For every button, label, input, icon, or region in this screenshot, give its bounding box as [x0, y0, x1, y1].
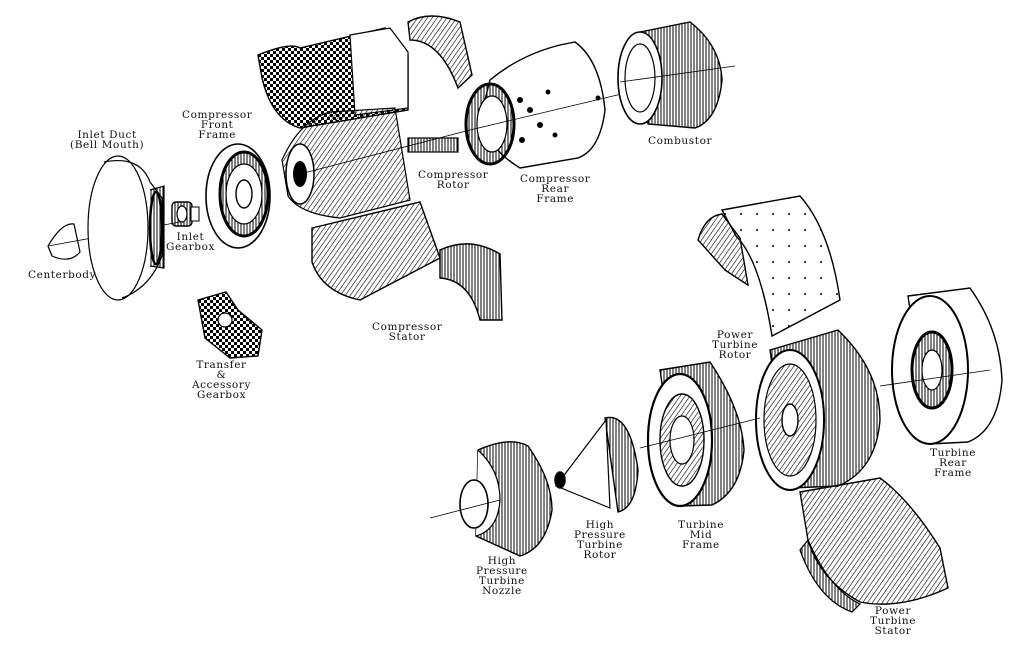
label-hp-turbine-rotor: High Pressure Turbine Rotor: [574, 519, 626, 561]
label-hp-turbine-nozzle: High Pressure Turbine Nozzle: [476, 555, 528, 597]
label-compressor-front-frame: Compressor Front Frame: [182, 109, 253, 141]
power-turbine-shroud-part: [697, 195, 841, 338]
hp-turbine-rotor-part: [554, 416, 639, 513]
compressor-front-frame-part: [205, 143, 271, 249]
turbine-rear-frame-part: [879, 287, 1003, 445]
label-accessory-gearbox: Transfer & Accessory Gearbox: [192, 359, 252, 401]
hp-turbine-nozzle-part: [429, 441, 553, 557]
turbine-mid-frame-part: [639, 361, 761, 508]
label-compressor-stator: Compressor Stator: [372, 321, 443, 343]
inlet-gearbox-part: [171, 201, 200, 227]
label-centerbody: Centerbody: [28, 269, 97, 281]
label-compressor-rear-frame: Compressor Rear Frame: [520, 173, 591, 205]
label-inlet-duct: Inlet Duct (Bell Mouth): [70, 129, 145, 151]
accessory-gearbox-part: [197, 291, 263, 359]
inlet-duct-part: [87, 155, 165, 301]
combustor-part: [617, 21, 736, 129]
compressor-rear-frame-part: [464, 41, 631, 169]
label-turbine-rear-frame: Turbine Rear Frame: [930, 447, 977, 479]
power-turbine-rotor-part: [755, 329, 881, 491]
compressor-case-top-part: [257, 15, 473, 129]
power-turbine-stator-part: [799, 477, 949, 613]
compressor-rotor-part: [281, 107, 471, 219]
label-power-turbine-stator: Power Turbine Stator: [870, 605, 917, 637]
label-inlet-gearbox: Inlet Gearbox: [166, 231, 216, 253]
label-combustor: Combustor: [648, 135, 713, 147]
compressor-stator-part: [311, 201, 503, 321]
label-power-turbine-rotor: Power Turbine Rotor: [712, 329, 759, 361]
label-turbine-mid-frame: Turbine Mid Frame: [678, 519, 725, 551]
label-compressor-rotor: Compressor Rotor: [418, 169, 489, 191]
